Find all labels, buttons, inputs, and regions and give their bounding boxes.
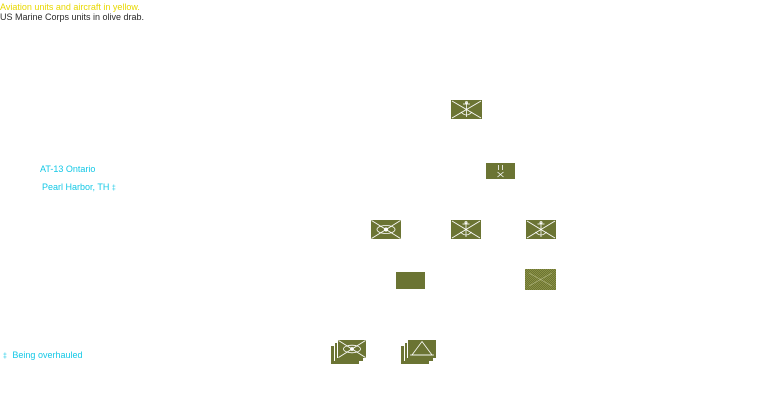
unit-block-symbol[interactable]: [396, 272, 425, 289]
footnote: ‡ Being overhauled: [3, 350, 82, 362]
amphibian-corps-symbol[interactable]: [451, 100, 482, 119]
corps-hq-symbol[interactable]: [486, 163, 515, 179]
aviation-legend: Aviation units and aircraft in yellow.: [0, 2, 140, 12]
marine-legend: US Marine Corps units in olive drab.: [0, 12, 145, 22]
unit-name: AT-13 Ontario: [40, 164, 96, 174]
amphibian-brigade-symbol[interactable]: [526, 220, 556, 239]
artillery-group-symbol[interactable]: [401, 340, 436, 364]
reconnaissance-group-symbol[interactable]: [331, 340, 366, 364]
footnote-marker: ‡: [3, 353, 7, 360]
unit-location: Pearl Harbor, TH ‡: [42, 182, 116, 194]
amphibian-division-symbol[interactable]: [451, 220, 481, 239]
unit-location-marker: ‡: [111, 185, 116, 192]
footnote-text: Being overhauled: [12, 350, 83, 360]
transport-ship-symbol[interactable]: [525, 269, 556, 290]
reconnaissance-symbol[interactable]: [371, 220, 401, 239]
unit-location-text: Pearl Harbor, TH: [42, 182, 110, 192]
